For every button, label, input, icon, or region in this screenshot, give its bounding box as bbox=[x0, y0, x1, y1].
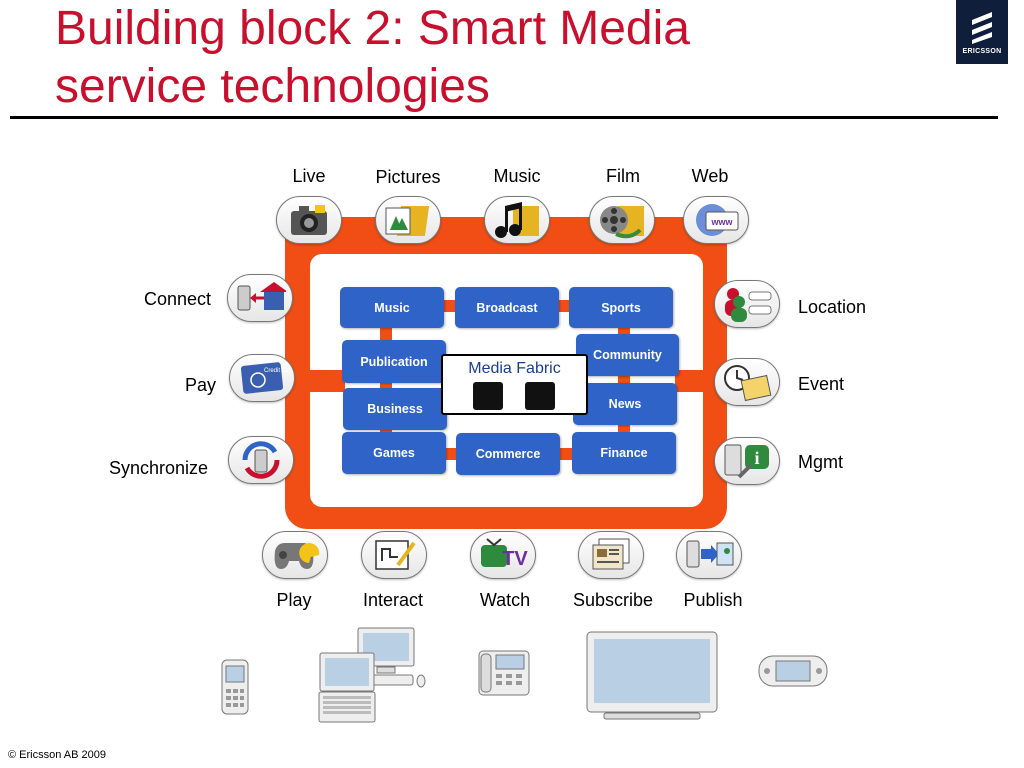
interact-board-icon[interactable] bbox=[361, 531, 427, 579]
label-synchronize: Synchronize bbox=[109, 458, 209, 478]
music-folder-icon[interactable] bbox=[484, 196, 550, 244]
title-line-1: Building block 2: Smart Media bbox=[55, 2, 690, 55]
media-fabric[interactable]: Media Fabric bbox=[441, 354, 588, 415]
connector-left-edge bbox=[310, 370, 345, 392]
svg-text:TV: TV bbox=[502, 548, 528, 570]
label-publish: Publish bbox=[683, 590, 743, 610]
label-connect: Connect bbox=[144, 289, 212, 309]
mobile-phone-icon bbox=[221, 659, 249, 715]
location-users-icon[interactable] bbox=[714, 280, 780, 328]
connector-right-edge bbox=[675, 370, 703, 392]
management-info-icon[interactable]: i bbox=[714, 437, 780, 485]
watch-tv-icon[interactable]: TV bbox=[470, 531, 536, 579]
enabler-community[interactable]: Community bbox=[576, 334, 679, 376]
label-watch: Watch bbox=[479, 590, 531, 610]
connect-home-icon[interactable] bbox=[227, 274, 293, 322]
media-fabric-label: Media Fabric bbox=[468, 360, 561, 377]
laptop-icon bbox=[318, 652, 376, 724]
subscribe-newspaper-icon[interactable] bbox=[578, 531, 644, 579]
label-event: Event bbox=[798, 374, 845, 394]
tv-screen-icon bbox=[586, 631, 718, 721]
copyright-footer: © Ericsson AB 2009 bbox=[8, 749, 106, 761]
film-reel-icon[interactable] bbox=[589, 196, 655, 244]
label-location: Location bbox=[798, 297, 867, 317]
camera-icon[interactable] bbox=[276, 196, 342, 244]
web-globe-icon[interactable]: www bbox=[683, 196, 749, 244]
enabler-finance[interactable]: Finance bbox=[572, 432, 676, 474]
ericsson-logo: ERICSSON bbox=[956, 0, 1008, 64]
title-divider bbox=[10, 116, 998, 119]
label-music: Music bbox=[493, 166, 541, 186]
handheld-console-icon bbox=[758, 655, 828, 687]
fabric-node-icon bbox=[473, 382, 503, 410]
publish-upload-icon[interactable] bbox=[676, 531, 742, 579]
pictures-folder-icon[interactable] bbox=[375, 196, 441, 244]
label-web: Web bbox=[691, 166, 729, 186]
label-play: Play bbox=[276, 590, 312, 610]
label-mgmt: Mgmt bbox=[798, 452, 843, 472]
enabler-games[interactable]: Games bbox=[342, 432, 446, 474]
label-film: Film bbox=[606, 166, 640, 186]
ericsson-logo-icon bbox=[970, 10, 994, 44]
label-pay: Pay bbox=[185, 375, 217, 395]
page-title: Building block 2: Smart Media service te… bbox=[55, 0, 855, 116]
enabler-commerce[interactable]: Commerce bbox=[456, 433, 560, 475]
svg-text:i: i bbox=[754, 448, 759, 468]
event-clock-icon[interactable] bbox=[714, 358, 780, 406]
enabler-music[interactable]: Music bbox=[340, 287, 444, 328]
enabler-sports[interactable]: Sports bbox=[569, 287, 673, 328]
title-line-2: service technologies bbox=[55, 60, 490, 113]
label-pictures: Pictures bbox=[375, 167, 441, 187]
svg-text:Credit Card: Credit Card bbox=[264, 368, 288, 374]
logo-text: ERICSSON bbox=[962, 48, 1002, 55]
game-controller-icon[interactable] bbox=[262, 531, 328, 579]
svg-text:www: www bbox=[710, 217, 733, 227]
desk-phone-icon bbox=[478, 650, 530, 696]
synchronize-icon[interactable] bbox=[228, 436, 294, 484]
enabler-broadcast[interactable]: Broadcast bbox=[455, 287, 559, 328]
label-interact: Interact bbox=[362, 590, 424, 610]
enabler-publication[interactable]: Publication bbox=[342, 340, 446, 383]
enabler-news[interactable]: News bbox=[573, 383, 677, 425]
fabric-node-icon bbox=[525, 382, 555, 410]
credit-card-icon[interactable]: Credit Card bbox=[229, 354, 295, 402]
connector-col-right bbox=[618, 310, 630, 450]
label-live: Live bbox=[292, 166, 326, 186]
enabler-business[interactable]: Business bbox=[343, 388, 447, 430]
label-subscribe: Subscribe bbox=[572, 590, 654, 610]
